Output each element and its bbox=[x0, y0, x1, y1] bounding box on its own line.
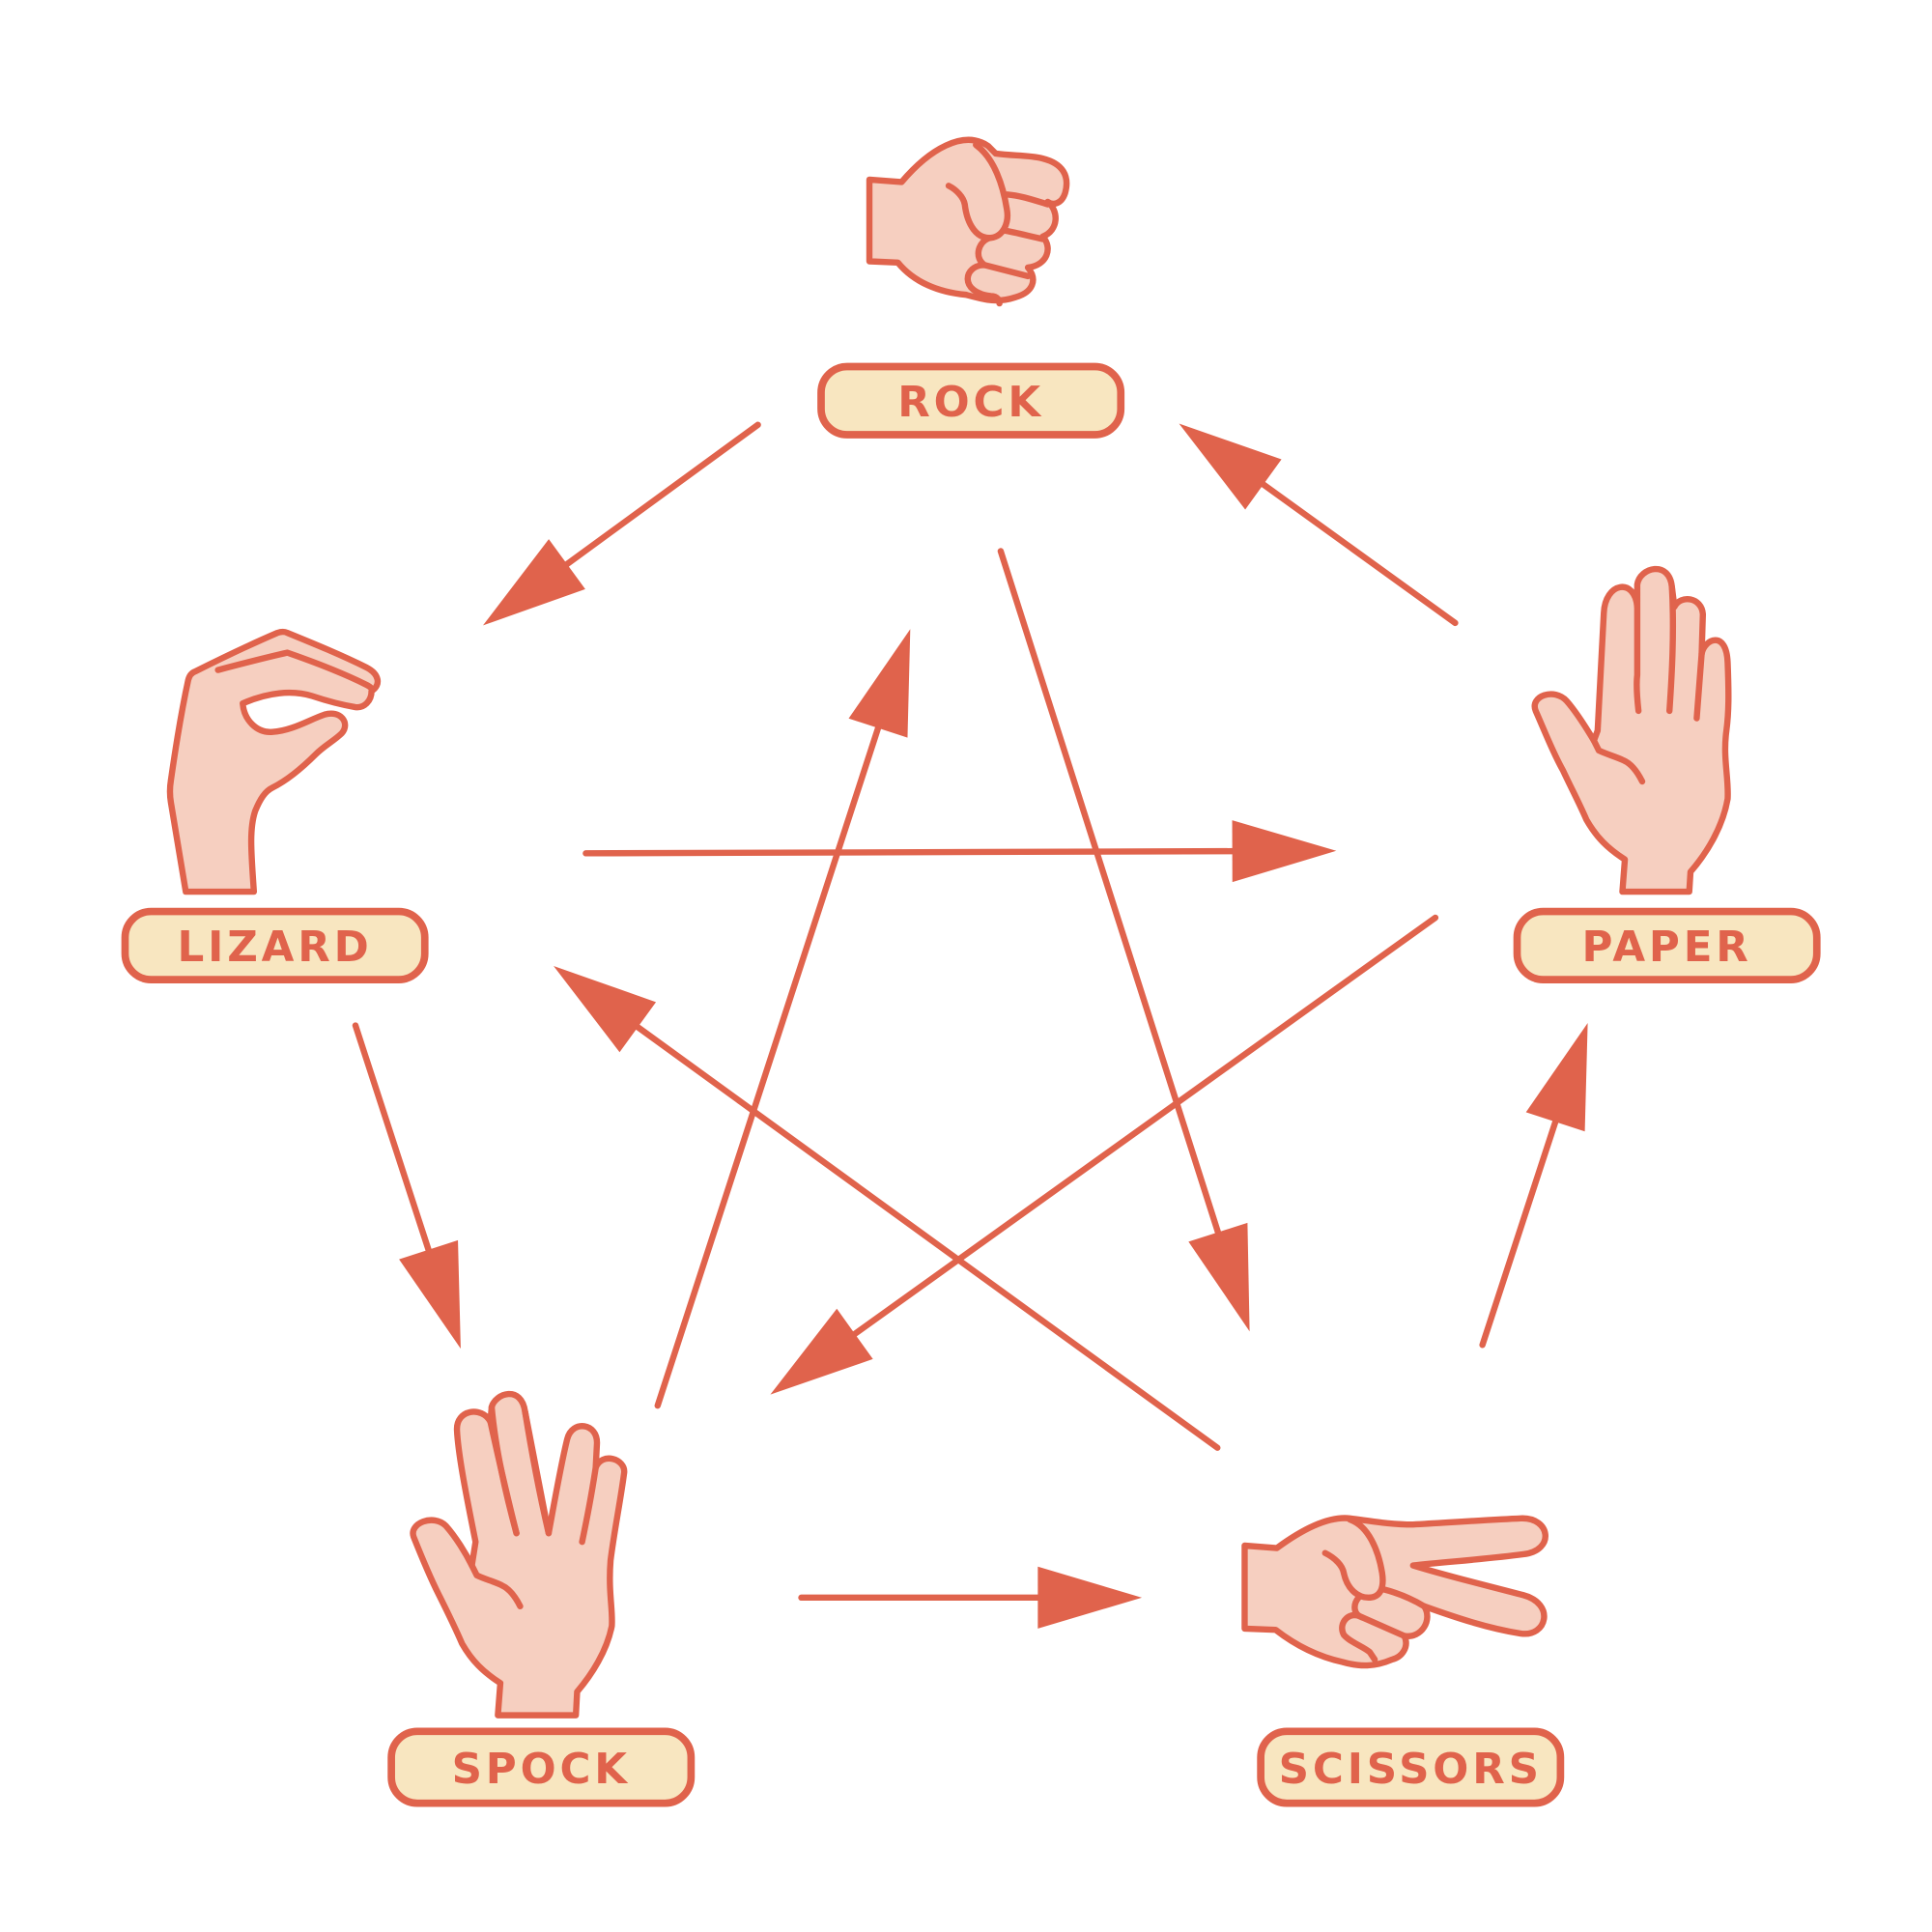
arrowhead-icon bbox=[554, 966, 657, 1053]
label-spock bbox=[387, 1727, 696, 1807]
label-paper bbox=[1513, 907, 1821, 983]
arrowhead-icon bbox=[1525, 1022, 1588, 1132]
label-spock-text: SPOCK bbox=[452, 1746, 631, 1794]
node-scissors: SCISSORS bbox=[1241, 1515, 1565, 1807]
edge-rock-beats-scissors bbox=[997, 548, 1250, 1332]
edge-paper-beats-rock bbox=[1179, 423, 1459, 627]
node-paper: PAPER bbox=[1513, 565, 1821, 983]
edge-lizard-beats-spock bbox=[352, 1022, 461, 1350]
arrowhead-icon bbox=[1232, 820, 1337, 883]
edge-spock-beats-scissors bbox=[798, 1566, 1143, 1629]
edge-line bbox=[559, 421, 761, 571]
edge-line bbox=[847, 914, 1439, 1341]
arrowhead-icon bbox=[848, 629, 911, 738]
label-rock-text: ROCK bbox=[897, 379, 1044, 427]
node-lizard: LIZARD bbox=[121, 628, 429, 983]
label-paper-text: PAPER bbox=[1582, 923, 1752, 972]
edge-rock-beats-lizard bbox=[483, 421, 761, 626]
fist-hand-icon bbox=[866, 136, 1070, 307]
edge-line bbox=[352, 1022, 434, 1258]
arrowhead-icon bbox=[483, 539, 585, 626]
edge-line bbox=[1256, 478, 1459, 627]
lizard-hand-icon bbox=[166, 628, 382, 895]
edge-spock-beats-rock bbox=[654, 629, 911, 1409]
node-rock: ROCK bbox=[817, 136, 1125, 439]
edge-scissors-beats-lizard bbox=[554, 966, 1221, 1451]
edge-lizard-beats-paper bbox=[582, 820, 1337, 883]
scissors-hand-icon bbox=[1241, 1515, 1548, 1669]
open-hand-icon bbox=[1531, 565, 1732, 895]
label-lizard bbox=[121, 907, 429, 983]
arrowhead-icon bbox=[1179, 423, 1282, 510]
edge-line bbox=[654, 720, 883, 1409]
arrowhead-icon bbox=[399, 1239, 461, 1350]
arrowhead-icon bbox=[770, 1308, 873, 1395]
edge-paper-beats-spock bbox=[770, 914, 1439, 1395]
vulcan-salute-hand-icon bbox=[410, 1390, 628, 1719]
edge-line bbox=[997, 548, 1223, 1240]
edge-line bbox=[630, 1021, 1221, 1451]
label-rock bbox=[817, 362, 1125, 439]
label-scissors bbox=[1257, 1727, 1565, 1807]
edge-line bbox=[1479, 1114, 1560, 1349]
arrowhead-icon bbox=[1037, 1566, 1143, 1629]
edge-line bbox=[582, 847, 1240, 857]
label-scissors-text: SCISSORS bbox=[1279, 1746, 1543, 1794]
edges bbox=[352, 421, 1588, 1629]
edge-scissors-beats-paper bbox=[1479, 1022, 1588, 1349]
arrowhead-icon bbox=[1188, 1222, 1250, 1332]
node-spock: SPOCK bbox=[387, 1390, 696, 1807]
label-lizard-text: LIZARD bbox=[178, 923, 373, 972]
